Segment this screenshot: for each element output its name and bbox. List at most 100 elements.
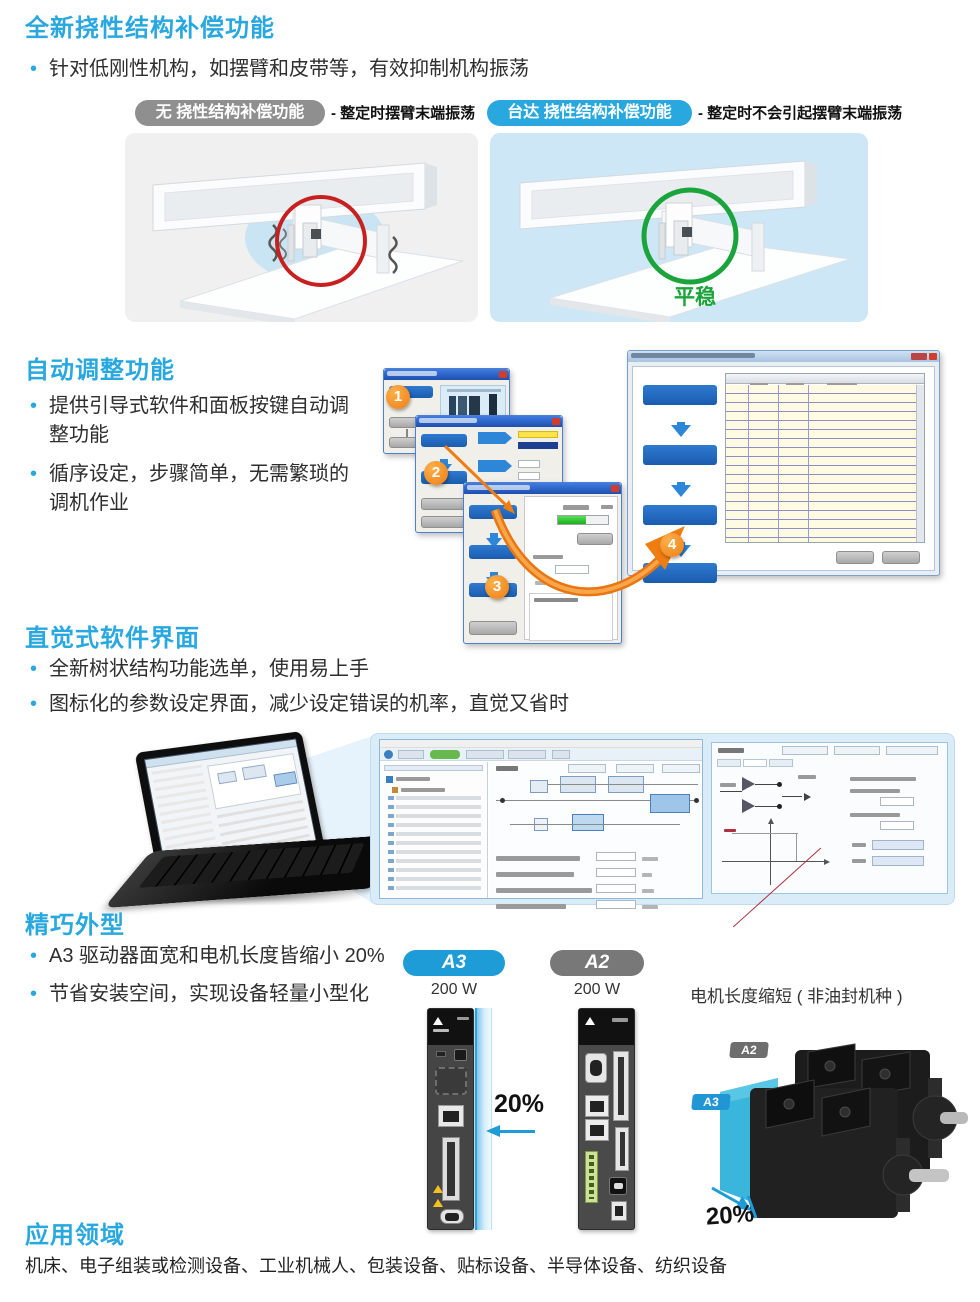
software-ui-bullet-1-text: 全新树状结构功能选单，使用易上手 bbox=[49, 658, 370, 680]
close-icon bbox=[499, 371, 507, 378]
applications-title: 应用领域 bbox=[25, 1222, 125, 1249]
opamp-schematic bbox=[720, 775, 830, 817]
software-analog-io-screenshot bbox=[711, 742, 948, 928]
bullet-dot: • bbox=[30, 58, 38, 80]
auto-tune-bullet-1-text: 提供引导式软件和面板按键自动调整功能 bbox=[49, 395, 350, 446]
step-circle-1: 1 bbox=[386, 385, 410, 409]
applications-body: 机床、电子组装或检测设备、工业机械人、包装设备、贴标设备、半导体设备、纺织设备 bbox=[25, 1256, 727, 1276]
software-ui-bullet-2-text: 图标化的参数设定界面，减少设定错误的机率，直觉又省时 bbox=[49, 693, 570, 715]
motor-reduction-label: 20% bbox=[705, 1200, 755, 1231]
terminal-block bbox=[585, 1151, 598, 1203]
illustration-no-compensation bbox=[125, 133, 478, 326]
rj45-port bbox=[438, 1105, 464, 1127]
compact-bullet-2: • 节省安装空间，实现设备轻量小型化 bbox=[30, 980, 410, 1009]
illustration-with-compensation: 平稳 bbox=[490, 133, 868, 324]
software-main-screenshot bbox=[379, 739, 703, 909]
stop-button bbox=[577, 533, 613, 545]
tab bbox=[717, 759, 741, 767]
drive-reduction-label: 20% bbox=[494, 1090, 545, 1118]
flow-step-button bbox=[643, 385, 717, 405]
motor-caption: 电机长度缩短 ( 非油封机种 ) bbox=[690, 987, 903, 1006]
auto-tune-bullet-2: • 循序设定，步骤简单，无需繁琐的调机作业 bbox=[30, 460, 360, 518]
delta-logo-icon bbox=[585, 1017, 595, 1025]
a3-power-label: 200 W bbox=[430, 981, 478, 998]
gantry-vibration-illustration bbox=[152, 162, 464, 326]
wizard-window-3 bbox=[463, 482, 622, 644]
confirm-button bbox=[882, 551, 920, 564]
dsub-connector bbox=[585, 1053, 607, 1083]
highlight-field bbox=[518, 431, 558, 438]
wizard-button bbox=[421, 516, 467, 528]
bullet-dot: • bbox=[30, 395, 38, 417]
compact-bullet-1: • A3 驱动器面宽和电机长度皆缩小 20% bbox=[30, 942, 410, 971]
toolbar-button bbox=[398, 750, 424, 759]
wizard-button bbox=[421, 434, 467, 447]
rj45-port bbox=[585, 1095, 609, 1117]
motor-a3-tag: A3 bbox=[691, 1094, 731, 1110]
laptop-keyboard bbox=[138, 843, 365, 888]
toolbar-icon bbox=[384, 750, 393, 759]
io-slot bbox=[442, 1137, 460, 1201]
warning-icon bbox=[433, 1185, 443, 1193]
label-with-compensation: 台达 挠性结构补偿功能 bbox=[487, 100, 692, 126]
a3-drive-image bbox=[427, 1008, 474, 1230]
bullet-dot: • bbox=[30, 693, 38, 715]
warning-icon bbox=[433, 1199, 443, 1207]
step-circle-2: 2 bbox=[424, 461, 448, 485]
motors-svg bbox=[711, 1043, 968, 1219]
rj45-port bbox=[585, 1119, 609, 1141]
usb-b-port bbox=[611, 1201, 627, 1221]
flow-step-button bbox=[643, 563, 717, 583]
note-with-compensation: - 整定时不会引起摆臂末端振荡 bbox=[698, 105, 903, 122]
toolbar-button bbox=[552, 750, 570, 759]
toolbar-button bbox=[430, 750, 460, 759]
window-titlebar bbox=[384, 369, 509, 380]
laptop-illustration bbox=[103, 731, 395, 913]
wizard-button bbox=[469, 505, 517, 519]
mini-usb-port bbox=[609, 1177, 627, 1195]
a2-power-label: 200 W bbox=[573, 981, 621, 998]
bullet-dot: • bbox=[30, 983, 38, 1005]
wizard-button bbox=[469, 545, 517, 559]
tab bbox=[743, 759, 767, 767]
step-circle-4: 4 bbox=[660, 533, 684, 557]
io-connector bbox=[613, 1051, 629, 1121]
flow-step-button bbox=[643, 505, 717, 525]
auto-tune-bullet-1: • 提供引导式软件和面板按键自动调整功能 bbox=[30, 392, 360, 450]
close-icon bbox=[552, 418, 560, 425]
toolbar-button bbox=[466, 750, 504, 759]
auto-tune-bullet-2-text: 循序设定，步骤简单，无需繁琐的调机作业 bbox=[49, 463, 350, 514]
toolbar-button bbox=[508, 750, 546, 759]
step-chevron bbox=[478, 432, 512, 444]
compact-bullet-1-text: A3 驱动器面宽和电机长度皆缩小 20% bbox=[49, 945, 385, 967]
reduction-arrow-head bbox=[486, 1125, 500, 1137]
step-circle-3: 3 bbox=[485, 575, 509, 599]
software-ui-bullet-2: • 图标化的参数设定界面，减少设定错误的机率，直觉又省时 bbox=[30, 690, 930, 719]
stable-label: 平稳 bbox=[674, 286, 716, 309]
bullet-dot: • bbox=[30, 658, 38, 680]
scrollbar bbox=[916, 385, 924, 542]
a3-badge: A3 bbox=[403, 950, 505, 976]
a2-badge: A2 bbox=[550, 950, 644, 976]
wizard-button bbox=[421, 498, 467, 510]
wizard-progress-panel bbox=[524, 496, 618, 641]
label-without-compensation: 无 挠性结构补偿功能 bbox=[135, 100, 325, 126]
value-field bbox=[518, 442, 558, 449]
width-reduction-strip bbox=[475, 1008, 492, 1230]
auto-tune-title: 自动调整功能 bbox=[25, 357, 175, 384]
compact-title: 精巧外型 bbox=[25, 912, 125, 939]
reduction-arrow-line bbox=[499, 1130, 535, 1133]
delta-logo-icon bbox=[433, 1017, 443, 1025]
software-ui-bullet-1: • 全新树状结构功能选单，使用易上手 bbox=[30, 655, 930, 684]
close-icon bbox=[929, 353, 937, 360]
note-without-compensation: - 整定时摆臂末端振荡 bbox=[331, 105, 476, 122]
flex-comp-title: 全新挠性结构补偿功能 bbox=[25, 15, 275, 42]
motor-a2-tag: A2 bbox=[729, 1042, 769, 1058]
close-icon bbox=[611, 485, 619, 492]
parameter-table bbox=[725, 373, 925, 543]
flow-step-button bbox=[643, 445, 717, 465]
a2-drive-image bbox=[578, 1008, 635, 1230]
function-tree-panel bbox=[380, 762, 488, 898]
wizard-main-area bbox=[632, 366, 935, 583]
compact-bullet-2-text: 节省安装空间，实现设备轻量小型化 bbox=[49, 983, 370, 1005]
